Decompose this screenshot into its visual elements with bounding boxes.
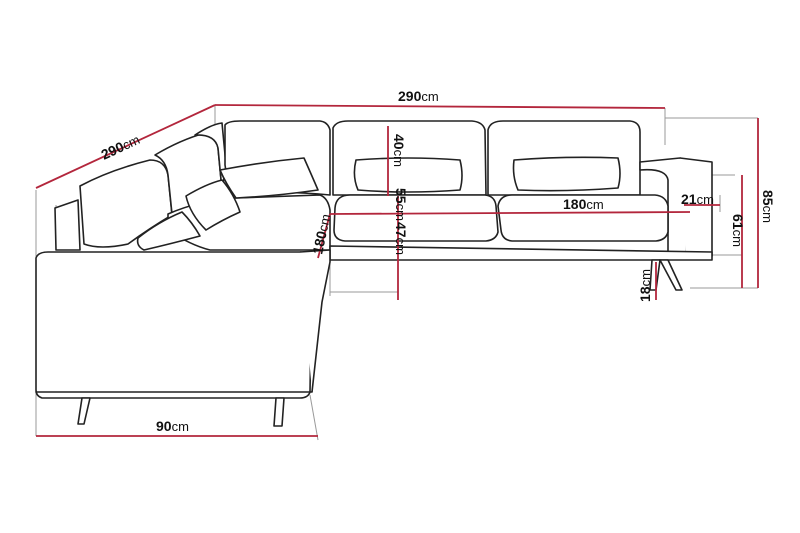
leg-chaise-1: [77, 397, 91, 425]
chaise-front: [35, 251, 313, 399]
left-armrest-back: [54, 199, 81, 251]
sofa-outline: [35, 120, 713, 427]
label-seat-depth: 55cm: [393, 188, 409, 221]
label-total-height: 85cm: [760, 190, 776, 223]
label-arm-width: 21cm: [681, 191, 714, 207]
pillow-4: [353, 157, 463, 193]
label-back-height: 40cm: [391, 134, 407, 167]
label-seat-height: 47cm: [393, 222, 409, 255]
leg-right-1: [659, 259, 683, 291]
label-seat-width: 180cm: [563, 196, 604, 212]
label-corner-depth: 180cm: [309, 212, 333, 255]
seat-cushion-middle: [333, 194, 499, 242]
label-side-width: 290cm: [99, 131, 143, 163]
label-top-width: 290cm: [398, 88, 439, 104]
label-leg-height: 18cm: [637, 269, 653, 302]
dimension-lines: [35, 104, 759, 437]
label-arm-height: 61cm: [730, 214, 746, 247]
pillow-3: [219, 157, 319, 199]
pillow-2: [185, 179, 241, 231]
pillow-5: [512, 156, 621, 192]
pillow-1: [136, 211, 201, 251]
label-chaise-width: 90cm: [156, 418, 189, 434]
leg-chaise-2: [273, 397, 285, 427]
right-base: [329, 245, 713, 261]
dimension-labels: 290cm 290cm 40cm 55cm 47cm 180cm 180cm 2…: [99, 88, 776, 434]
seat-cushion-right: [497, 194, 669, 242]
